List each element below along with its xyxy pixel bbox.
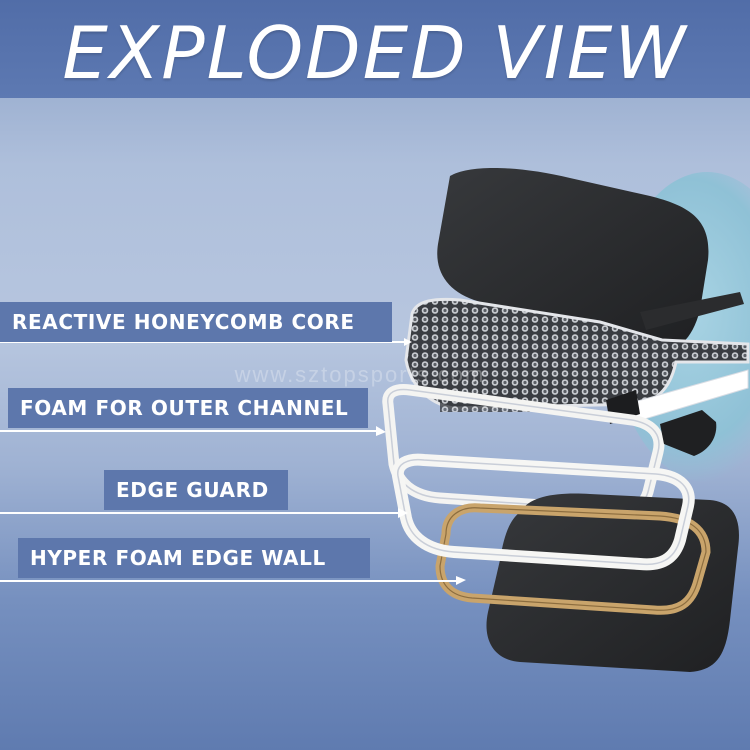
- title-band: [0, 0, 750, 98]
- handle-connector: [660, 410, 717, 456]
- hyper-foam-edge-wall-ring: [391, 453, 695, 571]
- leader-line-foam-outer: [0, 430, 378, 432]
- leader-line-edge-guard: [0, 512, 400, 514]
- label-edge-guard: EDGE GUARD: [104, 470, 288, 510]
- label-hyper-foam-edge-wall: HYPER FOAM EDGE WALL: [18, 538, 370, 578]
- leader-line-honeycomb: [0, 341, 406, 343]
- label-honeycomb-core: REACTIVE HONEYCOMB CORE: [0, 302, 392, 342]
- foam-outer-channel-ring: [382, 384, 665, 516]
- page-title: EXPLODED VIEW: [62, 11, 688, 95]
- leader-arrowheads: [376, 338, 466, 585]
- leader-line-hyper-foam: [0, 580, 458, 582]
- label-foam-outer-channel: FOAM FOR OUTER CHANNEL: [8, 388, 368, 428]
- edge-guard-ring: [435, 503, 711, 615]
- watermark-text: www.sztopsports.com: [234, 362, 486, 387]
